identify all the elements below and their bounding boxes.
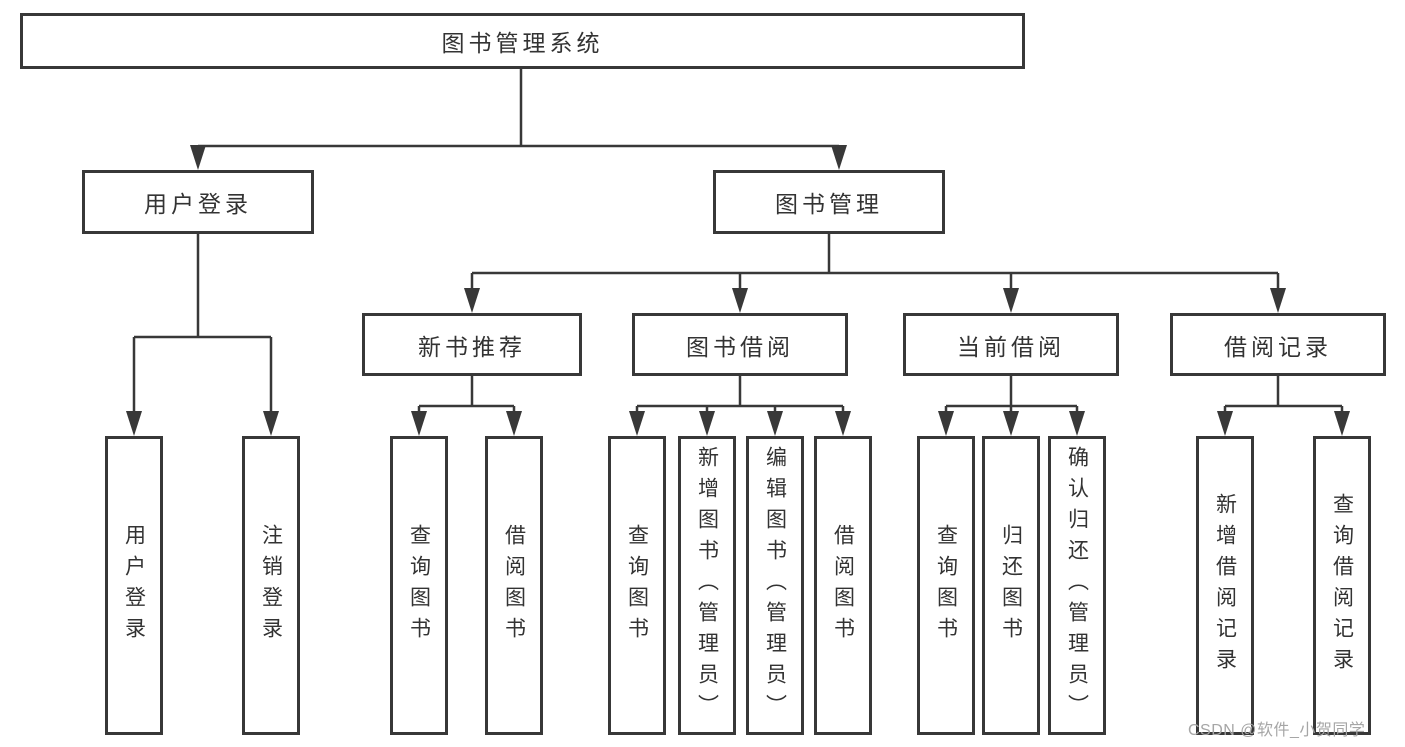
node-label: 图书管理 xyxy=(775,191,883,217)
node-label: 查询图书 xyxy=(934,523,958,648)
leaf-borrow-books: 借阅图书 xyxy=(814,436,872,735)
node-label: 新增借阅记录 xyxy=(1213,492,1237,679)
node-label: 借阅图书 xyxy=(502,523,526,648)
node-book-borrowing: 图书借阅 xyxy=(632,313,848,376)
leaf-query-books-current: 查询图书 xyxy=(917,436,975,735)
node-label: 当前借阅 xyxy=(957,333,1065,360)
leaf-logout-login: 注销登录 xyxy=(242,436,300,735)
node-label: 查询借阅记录 xyxy=(1330,492,1354,679)
leaf-query-books-borrowing: 查询图书 xyxy=(608,436,666,735)
leaf-confirm-return-admin: 确认归还（管理员） xyxy=(1048,436,1106,735)
node-user-login: 用户登录 xyxy=(82,170,314,234)
leaf-add-borrow-record: 新增借阅记录 xyxy=(1196,436,1254,735)
node-label: 用户登录 xyxy=(122,523,146,648)
leaf-add-books-admin: 新增图书（管理员） xyxy=(678,436,736,735)
node-borrow-records: 借阅记录 xyxy=(1170,313,1386,376)
node-label: 归还图书 xyxy=(999,523,1023,648)
node-label: 编辑图书（管理员） xyxy=(763,446,787,725)
node-library-management-system: 图书管理系统 xyxy=(20,13,1025,69)
node-label: 新书推荐 xyxy=(418,333,526,360)
node-label: 借阅记录 xyxy=(1224,333,1332,360)
leaf-query-borrow-record: 查询借阅记录 xyxy=(1313,436,1371,735)
node-label: 图书管理系统 xyxy=(441,30,604,56)
node-new-book-recommend: 新书推荐 xyxy=(362,313,582,376)
node-label: 查询图书 xyxy=(407,523,431,648)
leaf-query-books-recommend: 查询图书 xyxy=(390,436,448,735)
arrow-down-icons xyxy=(126,145,1350,436)
csdn-watermark: CSDN @软件_小贺同学 xyxy=(1188,722,1366,739)
node-label: 借阅图书 xyxy=(831,523,855,648)
node-current-borrowing: 当前借阅 xyxy=(903,313,1119,376)
node-label: 注销登录 xyxy=(259,523,283,648)
node-label: 确认归还（管理员） xyxy=(1065,446,1089,725)
node-label: 查询图书 xyxy=(625,523,649,648)
node-book-management: 图书管理 xyxy=(713,170,945,234)
node-label: 图书借阅 xyxy=(686,333,794,360)
leaf-edit-books-admin: 编辑图书（管理员） xyxy=(746,436,804,735)
node-label: 用户登录 xyxy=(144,191,252,217)
leaf-borrow-books-recommend: 借阅图书 xyxy=(485,436,543,735)
node-label: 新增图书（管理员） xyxy=(695,446,719,725)
leaf-return-books: 归还图书 xyxy=(982,436,1040,735)
leaf-user-login: 用户登录 xyxy=(105,436,163,735)
